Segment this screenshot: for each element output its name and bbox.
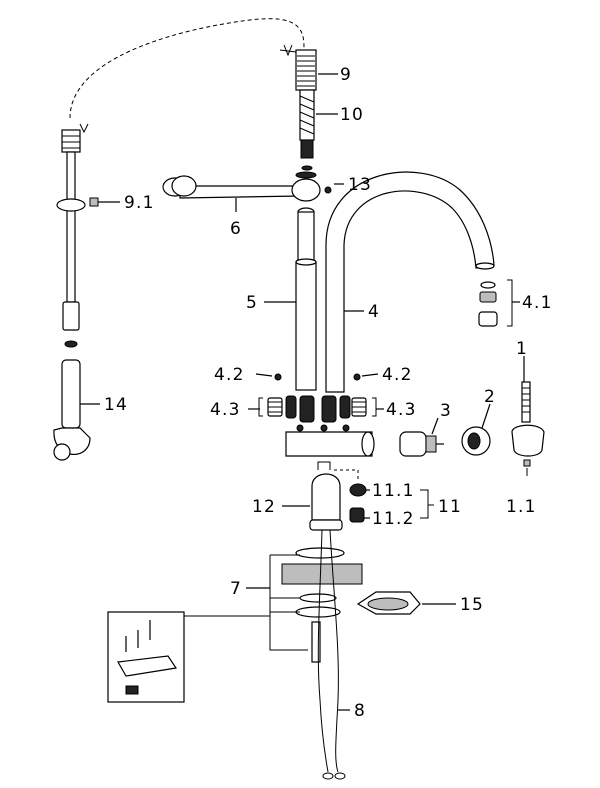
label-6: 6 bbox=[230, 219, 242, 239]
part-3-cartridge bbox=[399, 431, 444, 457]
part-5-tube bbox=[295, 207, 317, 391]
label-4-2-right: 4.2 bbox=[382, 365, 413, 385]
label-4-1: 4.1 bbox=[522, 293, 553, 313]
fixing-kit-box bbox=[107, 611, 270, 703]
part-4-2-screws bbox=[274, 373, 361, 381]
part-9-1-hose bbox=[56, 123, 99, 348]
part-13-screw bbox=[324, 186, 332, 194]
label-11-2: 11.2 bbox=[372, 509, 415, 529]
part-labels: 9 10 9.1 13 6 5 4 4.1 1 4.2 4.2 2 4.3 4.… bbox=[104, 65, 553, 721]
hose-path-dashed bbox=[69, 18, 305, 119]
label-11: 11 bbox=[438, 497, 462, 517]
label-1-1: 1.1 bbox=[506, 497, 537, 517]
label-5: 5 bbox=[246, 293, 258, 313]
label-10: 10 bbox=[340, 105, 364, 125]
part-14-hand-shower bbox=[53, 359, 91, 461]
label-4-3-left: 4.3 bbox=[210, 400, 241, 420]
part-4-3-seals bbox=[258, 395, 377, 423]
label-13: 13 bbox=[348, 175, 372, 195]
label-1: 1 bbox=[516, 339, 528, 359]
part-15-base-plate bbox=[356, 591, 421, 615]
part-4-spout bbox=[325, 171, 495, 393]
center-seals bbox=[285, 395, 351, 423]
label-2: 2 bbox=[484, 387, 496, 407]
label-4-3-right: 4.3 bbox=[386, 400, 417, 420]
label-12: 12 bbox=[252, 497, 276, 517]
part-4-1-aerator bbox=[478, 279, 513, 327]
label-3: 3 bbox=[440, 401, 452, 421]
mixer-body bbox=[285, 424, 375, 480]
part-12-shank bbox=[309, 461, 343, 531]
label-7: 7 bbox=[230, 579, 242, 599]
part-1-lever bbox=[511, 381, 545, 476]
label-15: 15 bbox=[460, 595, 484, 615]
label-8: 8 bbox=[354, 701, 366, 721]
part-9-spring bbox=[279, 44, 317, 91]
leader-lines bbox=[80, 73, 525, 711]
label-4-2-left: 4.2 bbox=[214, 365, 245, 385]
part-7-mounting bbox=[269, 547, 363, 663]
part-2-cap bbox=[461, 426, 491, 456]
label-11-1: 11.1 bbox=[372, 481, 415, 501]
label-14: 14 bbox=[104, 395, 128, 415]
part-6-arm bbox=[162, 171, 321, 202]
label-9: 9 bbox=[340, 65, 352, 85]
part-8-hoses bbox=[317, 529, 346, 780]
part-10-hose-segment bbox=[299, 89, 315, 171]
part-11-valves bbox=[349, 483, 434, 523]
label-9-1: 9.1 bbox=[124, 193, 155, 213]
label-4: 4 bbox=[368, 302, 380, 322]
